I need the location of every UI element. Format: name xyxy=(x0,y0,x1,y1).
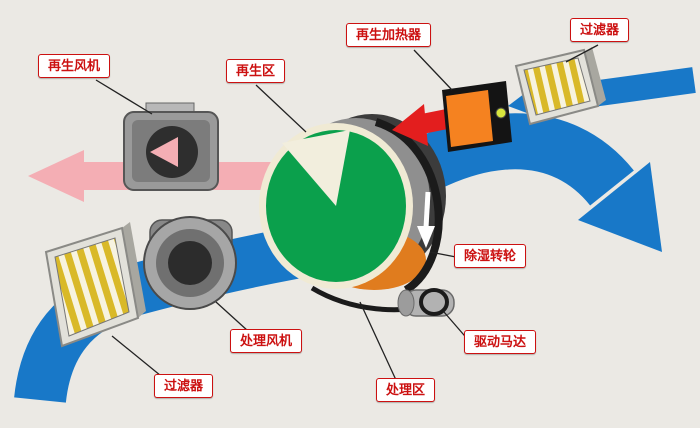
leader-lines xyxy=(95,44,599,381)
hot-air-arrowhead-icon xyxy=(392,104,428,146)
label-process-fan: 处理风机 xyxy=(230,329,303,353)
heater-indicator-light xyxy=(495,107,507,119)
fan-inlet-arrowhead-icon xyxy=(150,137,178,167)
label-regen-fan: 再生风机 xyxy=(38,54,111,78)
regen-sector-wedge xyxy=(282,130,350,206)
filter-top-component xyxy=(514,47,606,126)
regen-fan-component xyxy=(123,102,219,191)
regen-heater-component xyxy=(442,81,512,152)
filter-bottom-component xyxy=(44,222,146,348)
label-filter-top: 过滤器 xyxy=(570,18,630,42)
drive-belt xyxy=(374,118,443,294)
label-drive-motor: 驱动马达 xyxy=(464,330,537,354)
outlet-arrowhead-icon xyxy=(578,162,662,252)
drive-motor-component xyxy=(397,288,455,317)
label-process-zone: 处理区 xyxy=(376,378,436,402)
label-regen-heater: 再生加热器 xyxy=(346,23,432,47)
label-filter-bottom: 过滤器 xyxy=(154,374,214,398)
process-fan-component xyxy=(143,216,237,310)
rotation-arrow-icon xyxy=(417,226,435,248)
label-regen-zone: 再生区 xyxy=(226,59,286,83)
label-desiccant-wheel: 除湿转轮 xyxy=(454,244,527,268)
desiccant-wheel-component xyxy=(259,114,446,313)
exhaust-arrowhead-icon xyxy=(28,150,84,202)
